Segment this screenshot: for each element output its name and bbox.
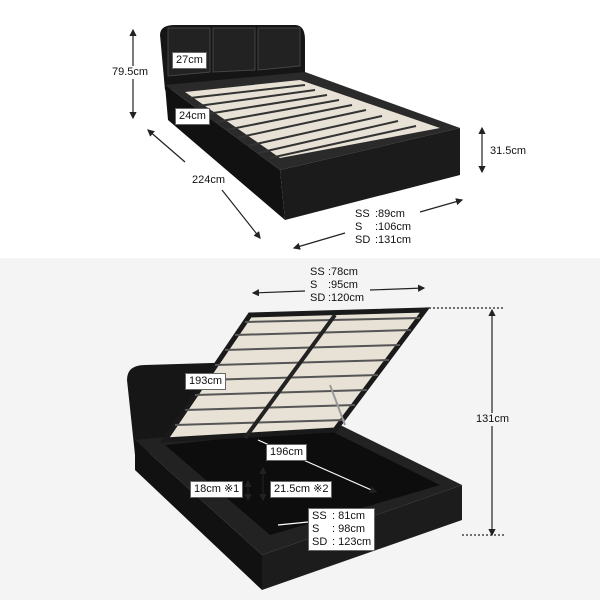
storage-width-list: SS: 81cm S: 98cm SD: 123cm	[308, 508, 376, 551]
width-row: SD: 123cm	[312, 536, 372, 548]
open-height-label: 131cm	[476, 413, 510, 426]
length-label: 224cm	[192, 174, 226, 186]
width-row: SS:78cm	[310, 266, 358, 278]
frame-height-label: 24cm	[175, 108, 210, 125]
storage-depth-1-label: 18cm ※1	[190, 481, 244, 498]
lid-width-list: SS:78cm S:95cm SD:120cm	[310, 266, 364, 305]
lid-length-label: 193cm	[185, 373, 227, 390]
width-row: SS:89cm	[355, 208, 405, 220]
width-row: SD:131cm	[355, 234, 412, 246]
headboard-height-label: 27cm	[172, 52, 207, 69]
width-row: S:106cm	[355, 221, 412, 233]
dimension-arrows-top	[129, 28, 486, 250]
leg-height-label: 31.5cm	[490, 145, 527, 157]
total-height-label: 79.5cm	[112, 66, 149, 79]
width-row: S:95cm	[310, 279, 358, 291]
width-row: SS: 81cm	[312, 510, 366, 522]
storage-length-label: 196cm	[266, 444, 308, 461]
width-row: S: 98cm	[312, 523, 366, 535]
width-list-top: SS:89cm S:106cm SD:131cm	[355, 208, 411, 247]
width-row: SD:120cm	[310, 292, 365, 304]
closed-bed	[160, 25, 460, 220]
storage-depth-2-label: 21.5cm ※2	[270, 481, 333, 498]
